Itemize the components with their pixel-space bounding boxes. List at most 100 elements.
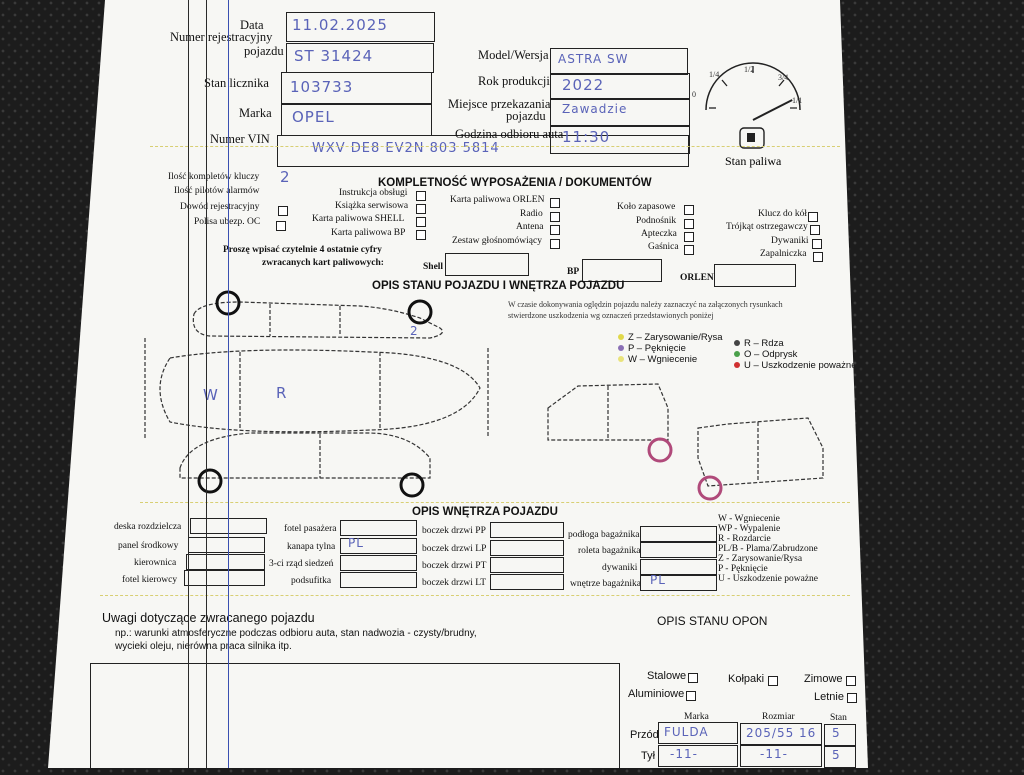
eq-zapalniczka-checkbox[interactable] <box>813 252 823 262</box>
int-podsufitka: podsufitka <box>291 576 332 586</box>
tires-tyl-marka: -11- <box>670 747 698 761</box>
data-value: 11.02.2025 <box>292 16 388 34</box>
int-roleta-field[interactable] <box>640 542 717 558</box>
tires-przod-stan-field[interactable] <box>824 724 856 746</box>
eq-zestaw-checkbox[interactable] <box>550 239 560 249</box>
rok-label: Rok produkcji <box>478 74 550 88</box>
int-kierownica-field[interactable] <box>186 554 265 570</box>
miejsce-field[interactable] <box>550 98 690 127</box>
tires-przod-rozmiar: 205/55 16 <box>746 726 817 740</box>
model-field[interactable] <box>550 48 688 75</box>
int-panel-field[interactable] <box>188 537 265 553</box>
car-diagram-top-side <box>144 290 489 498</box>
remarks-textarea[interactable] <box>90 663 620 768</box>
int-kanapa-value: PL <box>348 536 364 550</box>
eq-antena-checkbox[interactable] <box>550 225 560 235</box>
dowod-checkbox[interactable] <box>278 206 288 216</box>
tires-kolpaki: Kołpaki <box>728 673 765 685</box>
data-label: Data <box>240 18 264 32</box>
remarks-hint-1: np.: warunki atmosferyczne podczas odbio… <box>115 628 477 639</box>
vin-value: WXV DE8 EV2N 803 5814 <box>312 141 500 156</box>
int-kanapa-field[interactable] <box>340 538 417 554</box>
eq-klucz-kol-checkbox[interactable] <box>808 212 818 222</box>
legend-dot-w <box>618 356 624 363</box>
tires-letnie-checkbox[interactable] <box>847 693 857 703</box>
int-wnetrze-field[interactable] <box>640 575 717 591</box>
eq-kolo: Koło zapasowe <box>617 202 676 212</box>
eq-kolo-checkbox[interactable] <box>684 205 694 215</box>
int-boczek-lp-field[interactable] <box>490 540 564 556</box>
legend-o: O – Odprysk <box>734 349 797 360</box>
eq-ksiazka-checkbox[interactable] <box>416 204 426 214</box>
int-dywaniki-field[interactable] <box>640 559 717 575</box>
dowod-label: Dowód rejestracyjny <box>180 202 260 212</box>
shell-label: Shell <box>423 262 444 272</box>
int-legend-4: Z - Zarysowanie/Rysa <box>718 554 803 564</box>
cards-prompt-2: zwracanych kart paliwowych: <box>262 258 384 268</box>
tires-tyl: Tył <box>641 750 656 762</box>
tires-kolpaki-checkbox[interactable] <box>768 676 778 686</box>
tires-col-stan: Stan <box>830 713 847 723</box>
legend-r: R – Rdza <box>734 338 784 349</box>
tires-tyl-marka-field[interactable] <box>658 745 738 767</box>
tires-przod-marka-field[interactable] <box>658 722 738 744</box>
bp-field[interactable] <box>582 259 662 282</box>
polisa-checkbox[interactable] <box>276 221 286 231</box>
eq-podnosnik-checkbox[interactable] <box>684 219 694 229</box>
tires-tyl-rozmiar: -11- <box>760 747 788 761</box>
car-diagram-3d <box>547 383 824 501</box>
tires-stalowe-checkbox[interactable] <box>688 673 698 683</box>
int-3rzad-field[interactable] <box>340 555 417 571</box>
eq-dywaniki-checkbox[interactable] <box>812 239 822 249</box>
vin-label: Numer VIN <box>210 132 270 146</box>
rok-field[interactable] <box>550 73 690 100</box>
eq-apteczka-checkbox[interactable] <box>684 232 694 242</box>
godzina-field[interactable] <box>550 125 690 154</box>
int-roleta: roleta bagażnika <box>578 546 641 556</box>
remarks-title: Uwagi dotyczące zwracanego pojazdu <box>102 611 315 625</box>
int-boczek-pt-field[interactable] <box>490 557 564 573</box>
data-field[interactable] <box>286 12 435 42</box>
tires-stalowe: Stalowe <box>647 670 687 682</box>
int-boczek-pt: boczek drzwi PT <box>422 561 487 571</box>
eq-trojkat-checkbox[interactable] <box>810 225 820 235</box>
tires-przod-rozmiar-field[interactable] <box>740 723 822 745</box>
int-fotel-kierowcy-field[interactable] <box>184 570 265 586</box>
stan-licznika-field[interactable] <box>281 72 432 104</box>
orlen-label: ORLEN <box>680 273 714 283</box>
legend-dot-z <box>618 334 624 341</box>
int-podsufitka-field[interactable] <box>340 572 417 588</box>
eq-radio-checkbox[interactable] <box>550 212 560 222</box>
int-fotel-pasazera-field[interactable] <box>340 520 417 536</box>
vin-field[interactable] <box>277 135 689 167</box>
int-boczek-pp-field[interactable] <box>490 522 564 538</box>
int-3rzad: 3-ci rząd siedzeń <box>269 559 334 569</box>
orlen-field[interactable] <box>714 264 796 287</box>
miejsce-value: Zawadzie <box>562 102 628 116</box>
legend-z-text: Z – Zarysowanie/Rysa <box>628 332 723 343</box>
tires-aluminiowe-checkbox[interactable] <box>686 691 696 701</box>
int-legend-5: P - Pęknięcie <box>718 564 768 574</box>
eq-bp-checkbox[interactable] <box>416 230 426 240</box>
miejsce-label: Miejsce przekazania <box>448 97 551 111</box>
legend-r-text: R – Rdza <box>744 338 784 349</box>
eq-instrukcja-checkbox[interactable] <box>416 191 426 201</box>
nr-rej-label: Numer rejestracyjny <box>170 30 273 44</box>
int-kierownica: kierownica <box>134 558 177 568</box>
condition-instruction: W czasie dokonywania oględzin pojazdu na… <box>508 300 783 309</box>
model-value: ASTRA SW <box>558 52 629 66</box>
interior-title: OPIS WNĘTRZA POJAZDU <box>412 506 558 518</box>
polisa-label: Polisa ubezp. OC <box>194 217 261 227</box>
eq-orlen-checkbox[interactable] <box>550 198 560 208</box>
shell-field[interactable] <box>445 253 529 276</box>
tires-tyl-rozmiar-field[interactable] <box>740 745 822 767</box>
eq-shell-checkbox[interactable] <box>416 217 426 227</box>
eq-antena: Antena <box>516 222 544 232</box>
int-boczek-lt-field[interactable] <box>490 574 564 590</box>
fuel-tick-1: 1/4 <box>709 70 720 79</box>
eq-zestaw: Zestaw głośnomówiący <box>452 236 542 246</box>
legend-dot-p <box>618 345 624 352</box>
eq-gasnica-checkbox[interactable] <box>684 245 694 255</box>
tires-zimowe-checkbox[interactable] <box>846 676 856 686</box>
int-podloga-field[interactable] <box>640 526 717 542</box>
